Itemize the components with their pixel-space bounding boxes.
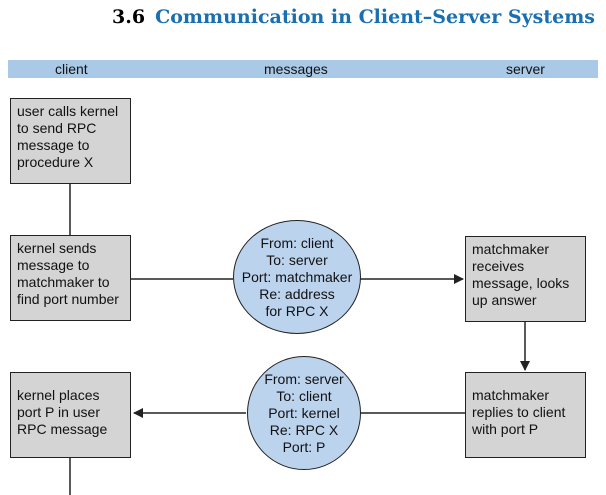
column-header-bar: client messages server [8,60,598,78]
box-line-text: procedure X [17,154,94,170]
box-line: find port number [17,291,119,307]
box-line: up answer [472,292,537,308]
column-label-messages: messages [264,61,328,77]
message-line: From: server [264,370,344,387]
message-line: To: server [266,251,328,268]
message-line: Re: RPC X [269,421,339,438]
column-label-server: server [506,61,545,77]
box-line: kernel places [17,387,100,403]
box-line: matchmaker to [17,274,110,290]
box-line: procedure X [17,154,124,171]
box-line: matchmaker [472,241,550,257]
box-line: kernel sends [17,240,97,256]
page-header: 3.6 Communication in Client–Server System… [0,6,595,28]
message-line: for RPC X [265,302,329,319]
box-line: replies to client [472,404,566,420]
box-line: matchmaker [472,387,550,403]
section-title: Communication in Client–Server Systems [155,6,595,28]
box-line: message to [17,137,90,153]
message-line: Port: kernel [268,404,340,421]
box-line: to send RPC [17,120,97,136]
message-line: Port: P [282,438,326,455]
box-line: port P in user [17,404,101,420]
matchmaker-receives-box: matchmaker receives message, looks up an… [465,236,586,322]
message-line: Re: address [259,285,335,302]
matchmaker-replies-box: matchmaker replies to client with port P [465,372,586,458]
message-line: To: client [276,387,332,404]
user-calls-kernel-box: user calls kernel to send RPC message to… [10,98,131,184]
section-number: 3.6 [112,6,146,28]
column-label-client: client [55,61,88,77]
kernel-places-box: kernel places port P in user RPC message [10,372,131,458]
request-message-circle: From: client To: server Port: matchmaker… [233,220,361,334]
reply-message-circle: From: server To: client Port: kernel Re:… [247,356,361,470]
box-line: RPC message [17,421,108,437]
box-line: with port P [472,421,539,437]
kernel-sends-box: kernel sends message to matchmaker to fi… [10,235,131,321]
box-line: receives [472,258,525,274]
box-line: user calls kernel [17,103,119,119]
message-line: From: client [260,234,334,251]
message-line: Port: matchmaker [241,268,353,285]
box-line: message to [17,257,90,273]
box-line: message, looks [472,275,570,291]
